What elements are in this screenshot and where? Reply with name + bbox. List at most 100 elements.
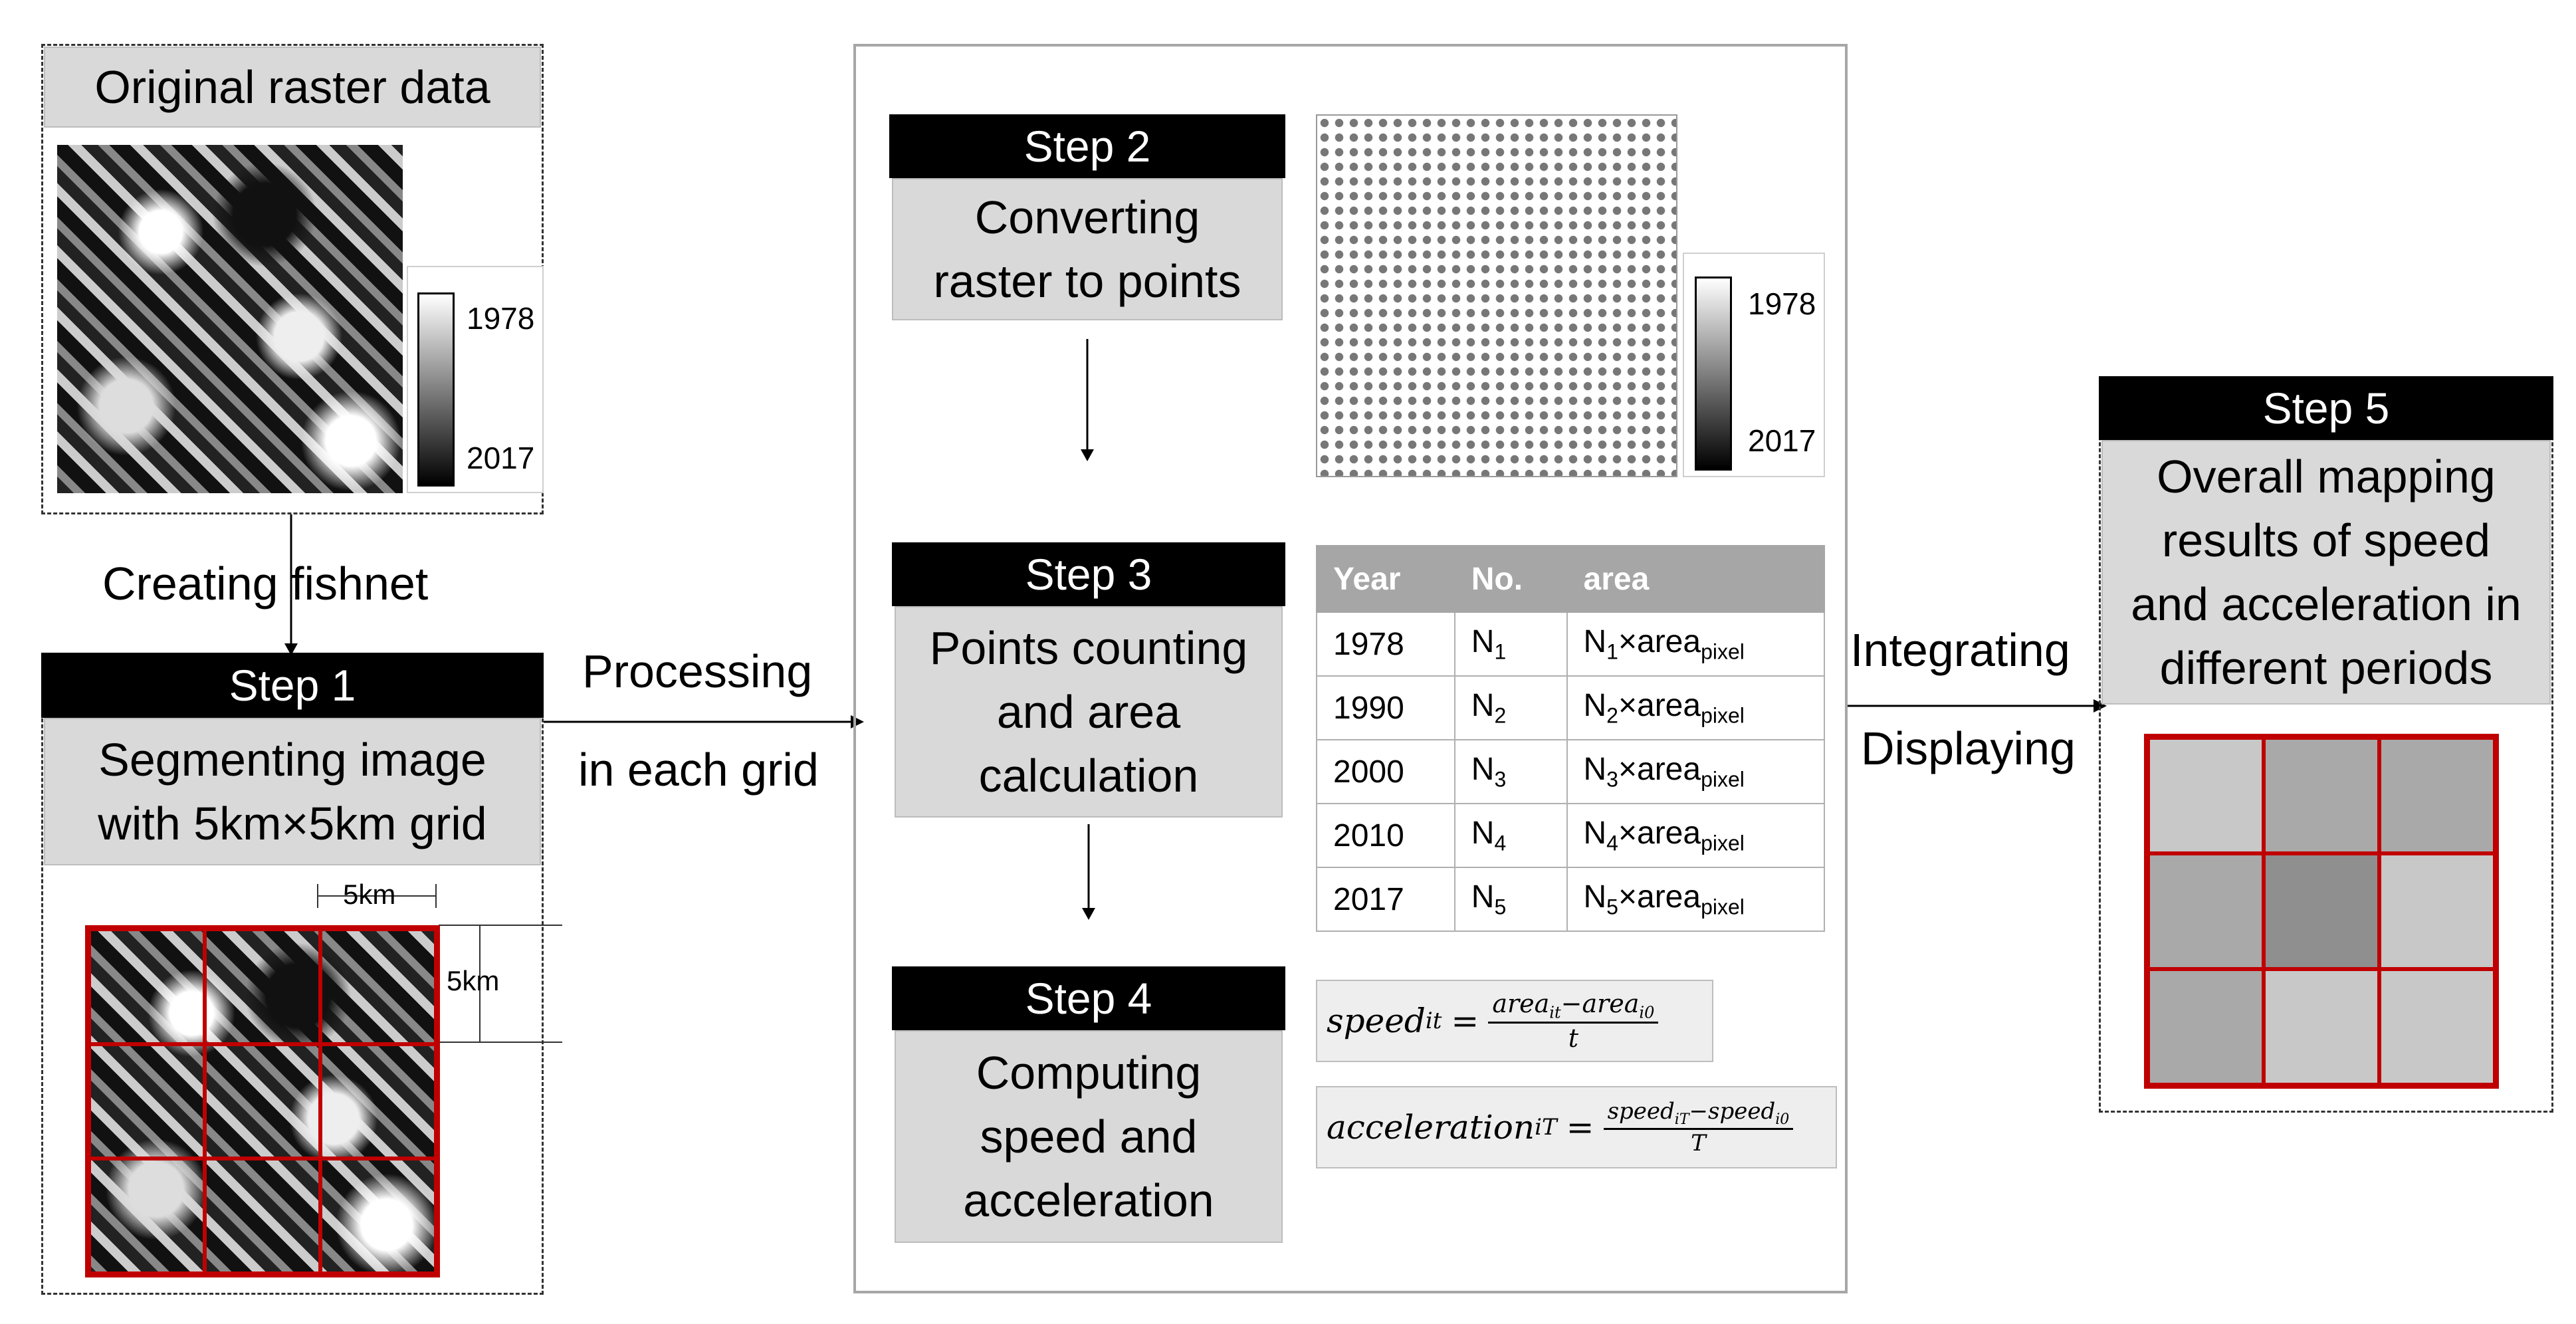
speed-eq: = <box>1451 1002 1479 1040</box>
legend-points: 1978 2017 <box>1683 253 1825 477</box>
step5-description: Overall mapping results of speed and acc… <box>2101 440 2551 705</box>
table-cell-area: N4×areapixel <box>1566 803 1825 868</box>
legend-bottom-label: 2017 <box>1748 423 1816 458</box>
table-cell-year: 2017 <box>1316 867 1455 932</box>
grid-cell <box>320 1158 436 1273</box>
table-cell-year: 1990 <box>1316 675 1455 740</box>
legend-top-label: 1978 <box>467 301 535 336</box>
step4-badge: Step 4 <box>892 966 1285 1030</box>
processing-line-2: in each grid <box>578 744 819 796</box>
result-grid-cell <box>2264 969 2379 1085</box>
step1-line-1: Segmenting image <box>98 734 486 786</box>
grid-cell <box>89 929 205 1044</box>
table-cell-no: N5 <box>1453 867 1568 932</box>
acc-fraction: speediT−speedi0 T <box>1603 1098 1794 1157</box>
legend-gradient-bar <box>417 292 455 487</box>
step1-badge: Step 1 <box>41 653 544 718</box>
dim-label-vertical: 5km <box>447 965 500 996</box>
speed-lhs: speed <box>1327 1002 1426 1040</box>
speed-fraction: areait−areai0 t <box>1488 989 1659 1053</box>
step3-line-3: calculation <box>978 750 1199 802</box>
result-grid <box>2144 734 2499 1089</box>
step5-line-4: different periods <box>2159 642 2493 694</box>
legend-top-label: 1978 <box>1748 286 1816 321</box>
acc-numerator: speediT−speedi0 <box>1603 1098 1794 1130</box>
speed-numerator: areait−areai0 <box>1488 989 1659 1024</box>
step4-line-2: speed and <box>980 1111 1198 1162</box>
step3-description: Points counting and area calculation <box>895 606 1283 818</box>
step2-description: Converting raster to points <box>892 178 1283 320</box>
grid-cell <box>205 1158 320 1273</box>
step1-description: Segmenting image with 5km×5km grid <box>44 718 541 865</box>
step2-badge: Step 2 <box>889 114 1285 178</box>
table-cell-year: 1978 <box>1316 611 1455 677</box>
speed-denominator: t <box>1568 1024 1578 1053</box>
grid-cell <box>320 1044 436 1159</box>
result-grid-cell <box>2379 969 2495 1085</box>
result-grid-cell <box>2379 853 2495 969</box>
acc-eq: = <box>1566 1108 1594 1147</box>
result-grid-cell <box>2264 853 2379 969</box>
table-header-year: Year <box>1316 545 1455 613</box>
table-cell-year: 2000 <box>1316 739 1455 804</box>
result-grid-cell <box>2148 738 2264 853</box>
step4-description: Computing speed and acceleration <box>895 1030 1283 1243</box>
acc-lhs: acceleration <box>1327 1108 1535 1147</box>
step2-line-1: Converting <box>974 191 1200 243</box>
grid-cell <box>205 929 320 1044</box>
segmented-image <box>85 925 440 1277</box>
segmentation-grid <box>85 925 440 1277</box>
result-grid-cell <box>2379 738 2495 853</box>
table-cell-no: N4 <box>1453 803 1568 868</box>
acc-lhs-sub: iT <box>1535 1114 1557 1141</box>
result-grid-cell <box>2264 738 2379 853</box>
step5-line-3: and acceleration in <box>2131 578 2522 630</box>
processing-line-1: Processing <box>582 645 813 697</box>
table-cell-no: N2 <box>1453 675 1568 740</box>
table-cell-no: N1 <box>1453 611 1568 677</box>
fishnet-label: Creating fishnet <box>102 558 429 609</box>
legend-gradient-bar <box>1695 276 1732 471</box>
table-cell-area: N1×areapixel <box>1566 611 1825 677</box>
original-data-title: Original raster data <box>44 47 541 128</box>
step4-line-1: Computing <box>976 1047 1202 1099</box>
processing-panel <box>853 44 1848 1293</box>
step2-line-2: raster to points <box>933 255 1241 307</box>
grid-cell <box>89 1044 205 1159</box>
table-cell-area: N5×areapixel <box>1566 867 1825 932</box>
grid-cell <box>205 1044 320 1159</box>
displaying-label: Displaying <box>1861 722 2076 774</box>
grid-cell <box>320 929 436 1044</box>
result-grid-cell <box>2148 969 2264 1085</box>
step3-line-2: and area <box>996 686 1181 738</box>
legend-bottom-label: 2017 <box>467 441 535 475</box>
step3-badge: Step 3 <box>892 542 1285 606</box>
original-raster-image <box>57 145 403 493</box>
table-cell-no: N3 <box>1453 739 1568 804</box>
dim-label-horizontal: 5km <box>343 879 396 910</box>
point-raster-image <box>1316 114 1677 477</box>
table-cell-area: N2×areapixel <box>1566 675 1825 740</box>
table-header-area: area <box>1566 545 1825 613</box>
speed-lhs-sub: it <box>1425 1008 1442 1034</box>
table-header-no: No. <box>1453 545 1568 613</box>
acc-denominator: T <box>1691 1129 1706 1157</box>
table-cell-area: N3×areapixel <box>1566 739 1825 804</box>
step5-line-1: Overall mapping <box>2157 451 2496 502</box>
table-cell-year: 2010 <box>1316 803 1455 868</box>
step4-line-3: acceleration <box>963 1174 1214 1226</box>
grid-cell <box>89 1158 205 1273</box>
step5-line-2: results of speed <box>2161 514 2491 566</box>
legend-original: 1978 2017 <box>407 266 544 493</box>
result-grid-cell <box>2148 853 2264 969</box>
step3-line-1: Points counting <box>929 622 1248 674</box>
step1-line-2: with 5km×5km grid <box>98 798 487 849</box>
